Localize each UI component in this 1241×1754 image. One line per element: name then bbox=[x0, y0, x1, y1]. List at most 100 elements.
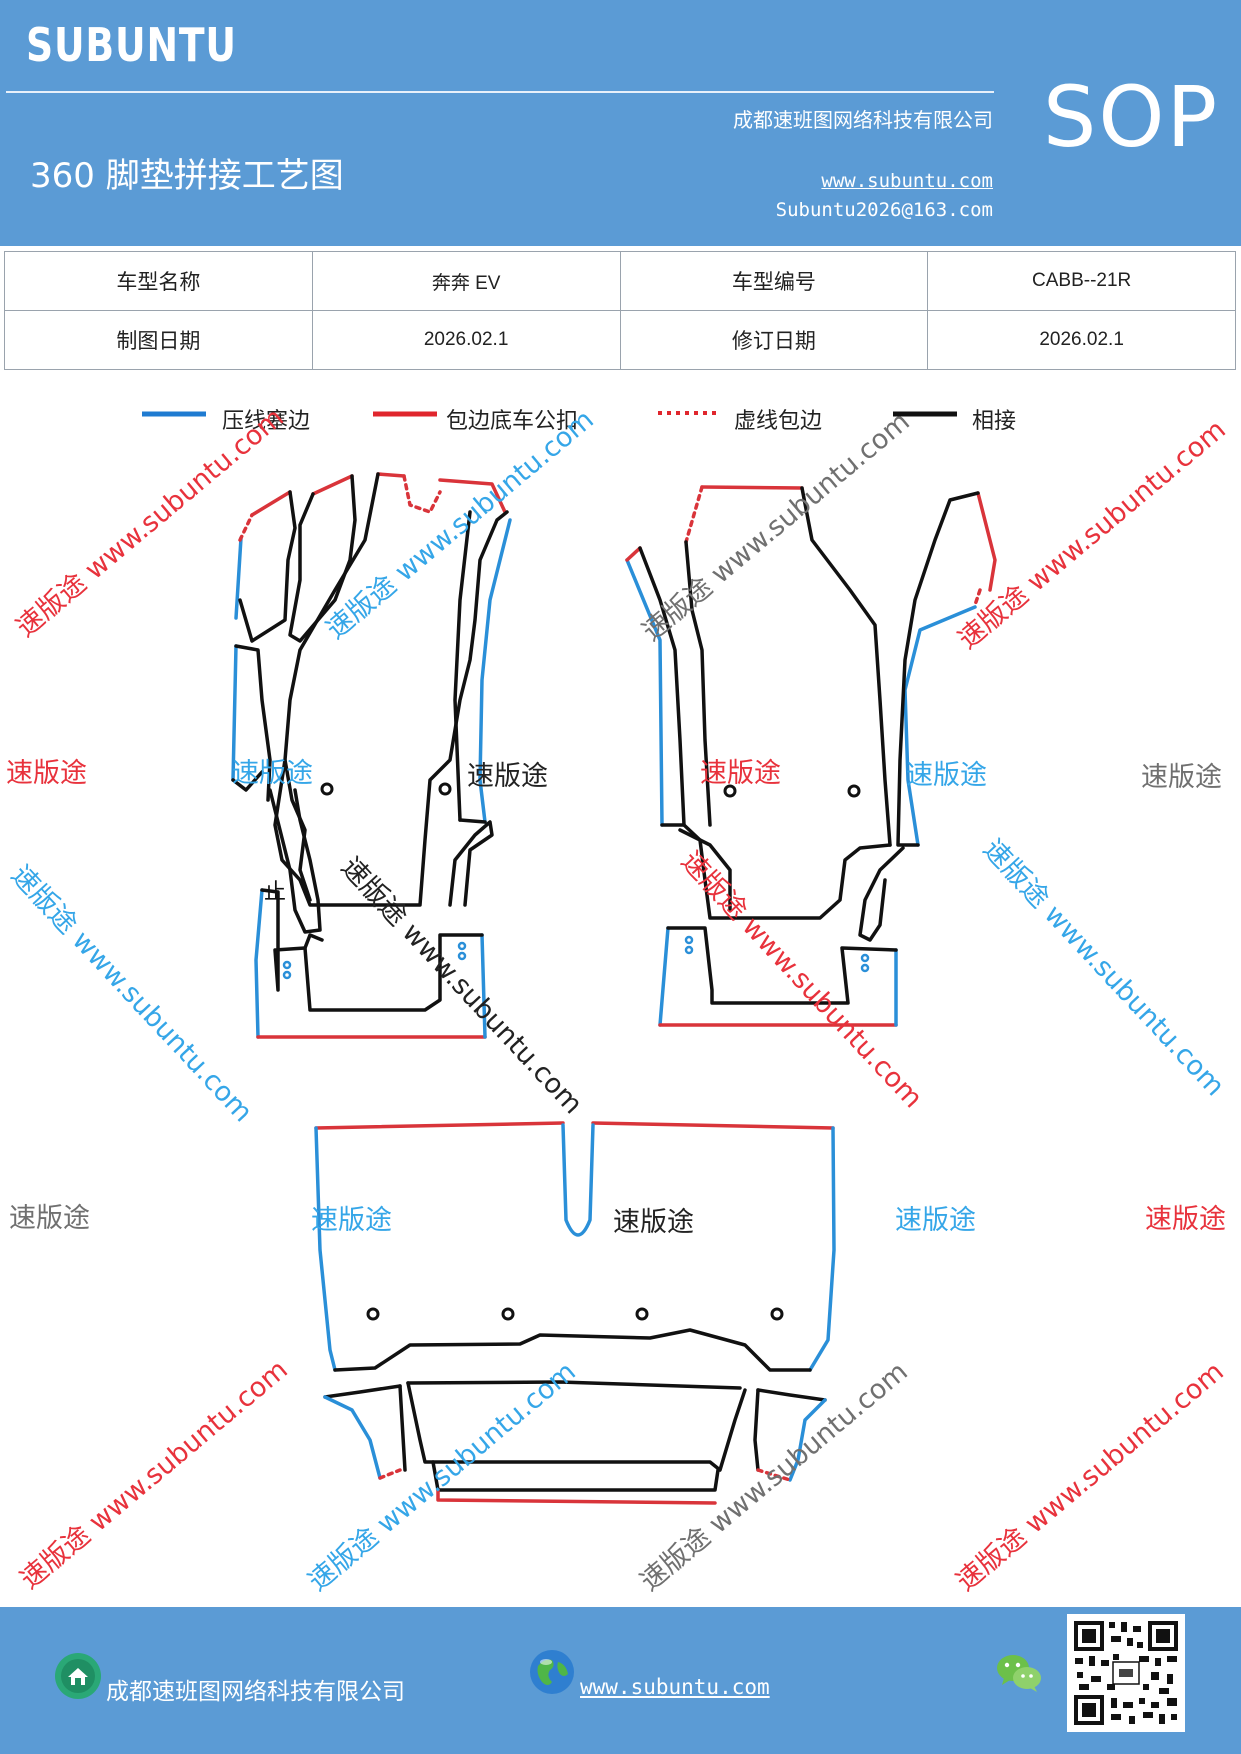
seam-black bbox=[458, 818, 487, 824]
seam-black bbox=[268, 788, 322, 934]
watermark-text: 速版途 www.subuntu.com bbox=[977, 834, 1230, 1103]
edge-red bbox=[625, 546, 642, 562]
legend-label: 包边底车公扣 bbox=[446, 409, 578, 434]
clip-hole bbox=[847, 784, 861, 798]
home-icon bbox=[55, 1653, 101, 1699]
document-title: 360 脚垫拼接工艺图 bbox=[30, 156, 344, 196]
legend-label: 压线塞边 bbox=[222, 409, 310, 434]
legend: 压线塞边 包边底车公扣 虚线包边 相接 bbox=[142, 409, 1016, 434]
seam-black bbox=[333, 1328, 812, 1372]
header-divider bbox=[6, 91, 994, 93]
table-cell: 车型名称 bbox=[4, 251, 313, 311]
watermarks: 速版途 速版途 速版途 速版途 速版途 速版途 速版途 速版途 速版途 速版途 … bbox=[6, 758, 1226, 1238]
seam-black bbox=[800, 486, 892, 847]
seam-black bbox=[273, 472, 509, 907]
edge-blue bbox=[478, 518, 512, 824]
diagonal-watermarks: 速版途 www.subuntu.com 速版途 www.subuntu.com … bbox=[5, 402, 1232, 1597]
watermark-text: 速版途 bbox=[6, 758, 87, 789]
seam-black bbox=[638, 546, 686, 827]
watermark-text: 速版途 bbox=[232, 758, 313, 789]
edge-blue bbox=[658, 926, 670, 1027]
edge-red bbox=[591, 1121, 835, 1130]
edge-red-dotted bbox=[756, 1468, 792, 1482]
watermark-text: 速版途 bbox=[9, 1203, 90, 1234]
table-cell: CABB--21R bbox=[927, 251, 1236, 311]
table-cell: 2026.02.1 bbox=[927, 310, 1236, 370]
edge-blue bbox=[254, 888, 264, 1039]
seam-black bbox=[684, 540, 712, 827]
table-cell: 修订日期 bbox=[619, 310, 929, 370]
edge-red bbox=[250, 490, 292, 517]
edge-red bbox=[311, 474, 354, 496]
seam-black bbox=[753, 1388, 760, 1472]
watermark-text: 速版途 bbox=[311, 1205, 392, 1236]
clip-hole bbox=[457, 941, 467, 951]
edge-blue bbox=[234, 536, 243, 620]
seam-black bbox=[231, 770, 264, 792]
seam-black bbox=[756, 1388, 827, 1402]
table-cell: 制图日期 bbox=[4, 310, 313, 370]
edge-red bbox=[314, 1121, 565, 1130]
watermark-text: 速版途 www.subuntu.com bbox=[5, 860, 258, 1129]
table-cell: 奔奔 EV bbox=[311, 251, 621, 311]
edge-blue bbox=[314, 1126, 337, 1372]
edge-blue bbox=[561, 1123, 595, 1237]
front-right-mat bbox=[625, 485, 997, 1027]
table-cell: 2026.02.1 bbox=[311, 310, 621, 370]
footer-company: 成都速班图网络科技有限公司 bbox=[106, 1679, 405, 1705]
website-link[interactable]: www.subuntu.com bbox=[821, 170, 993, 192]
clip-hole bbox=[684, 935, 694, 945]
seam-black bbox=[678, 828, 732, 912]
watermark-text: 速版途 www.subuntu.com bbox=[637, 406, 916, 647]
clip-hole bbox=[282, 970, 292, 980]
edge-red bbox=[700, 485, 804, 490]
table-row: 制图日期 2026.02.1 修订日期 2026.02.1 bbox=[4, 310, 1236, 370]
watermark-text: 速版途 www.subuntu.com bbox=[15, 1354, 294, 1595]
vehicle-info-table: 车型名称 奔奔 EV 车型编号 CABB--21R 制图日期 2026.02.1… bbox=[4, 251, 1236, 370]
seam-black bbox=[431, 1460, 720, 1492]
clip-hole bbox=[770, 1307, 784, 1321]
stop-marker: 止 bbox=[264, 880, 286, 905]
rear-mat bbox=[314, 1121, 836, 1505]
edge-blue bbox=[808, 1126, 836, 1372]
seam-black bbox=[283, 758, 312, 902]
floor-mat-diagram: 压线塞边 包边底车公扣 虚线包边 相接 bbox=[5, 402, 1232, 1597]
edge-blue bbox=[480, 933, 487, 1039]
clip-hole bbox=[684, 945, 694, 955]
sop-badge: SOP bbox=[1043, 68, 1220, 166]
watermark-text: 速版途 bbox=[895, 1205, 976, 1236]
seam-black bbox=[448, 820, 494, 907]
edge-blue bbox=[231, 644, 238, 782]
edge-red bbox=[976, 491, 997, 592]
watermark-text: 速版途 bbox=[613, 1207, 694, 1238]
seam-black bbox=[303, 933, 324, 950]
edge-blue bbox=[625, 558, 664, 827]
edge-red-dotted bbox=[238, 513, 254, 542]
clip-hole bbox=[723, 784, 737, 798]
globe-icon bbox=[530, 1650, 574, 1694]
seam-black bbox=[323, 1384, 402, 1399]
legend-label: 相接 bbox=[972, 409, 1016, 434]
watermark-text: 速版途 www.subuntu.com bbox=[951, 1356, 1230, 1597]
watermark-text: 速版途 bbox=[906, 760, 987, 791]
seam-black bbox=[406, 1381, 747, 1472]
footer-website-link[interactable]: www.subuntu.com bbox=[580, 1675, 770, 1699]
front-left-mat bbox=[231, 472, 512, 1039]
clip-hole bbox=[438, 782, 452, 796]
edge-red bbox=[436, 1488, 717, 1505]
header-banner: SUBUNTU 成都速班图网络科技有限公司 360 脚垫拼接工艺图 www.su… bbox=[0, 0, 1241, 246]
wechat-icon[interactable] bbox=[996, 1652, 1042, 1694]
seam-black bbox=[260, 888, 484, 1012]
company-name: 成都速班图网络科技有限公司 bbox=[733, 108, 993, 132]
watermark-text: 速版途 bbox=[1145, 1204, 1226, 1235]
clip-hole bbox=[366, 1307, 380, 1321]
edge-blue bbox=[788, 1398, 827, 1482]
watermark-text: 速版途 www.subuntu.com bbox=[953, 414, 1232, 655]
edge-red bbox=[438, 478, 507, 514]
edge-red-dotted bbox=[684, 485, 704, 544]
watermark-text: 速版途 bbox=[1141, 762, 1222, 793]
clip-hole bbox=[635, 1307, 649, 1321]
seam-black bbox=[406, 1380, 742, 1390]
qr-code bbox=[1067, 1614, 1185, 1732]
table-cell: 车型编号 bbox=[619, 251, 929, 311]
